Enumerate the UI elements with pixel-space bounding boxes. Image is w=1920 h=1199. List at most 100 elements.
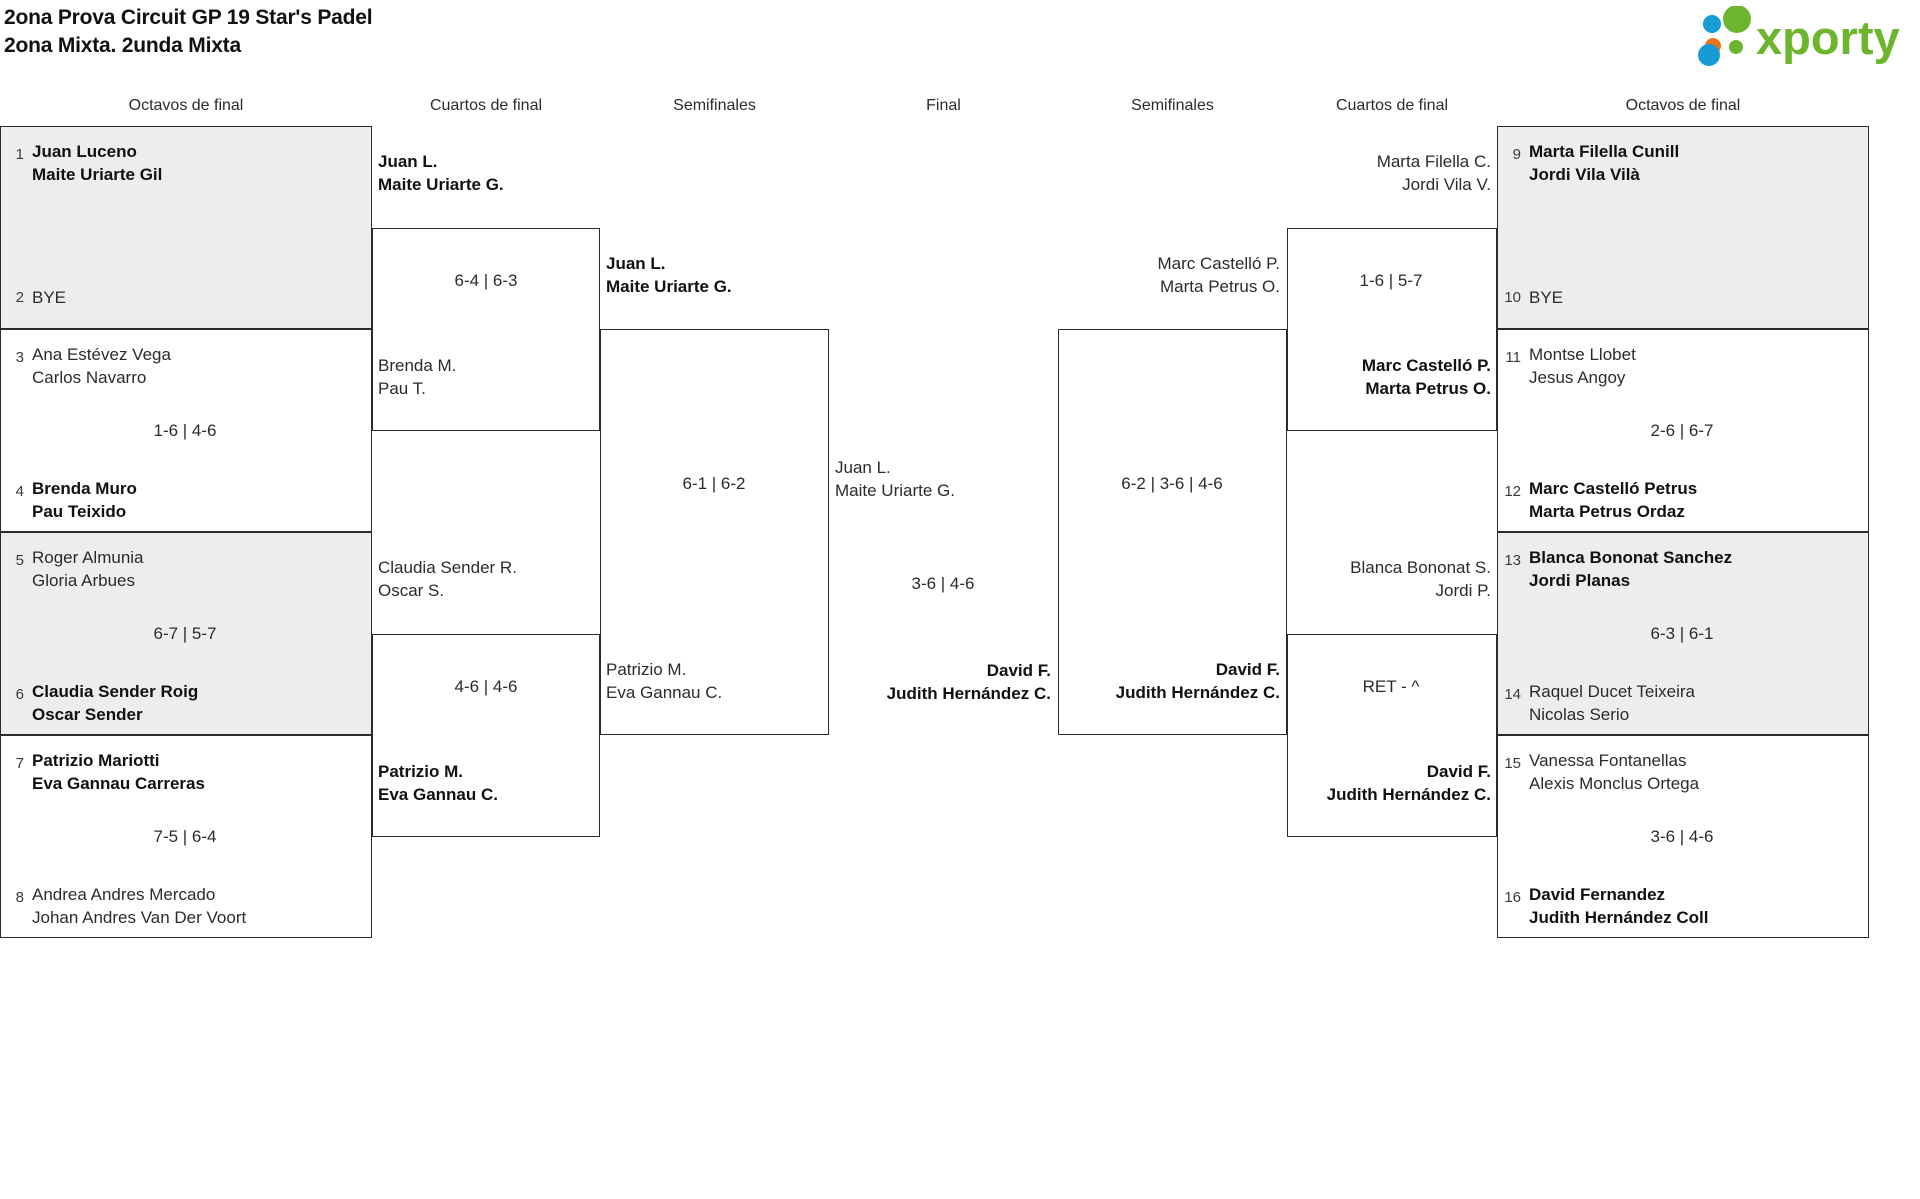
match-score: 4-6 | 4-6 — [454, 677, 518, 696]
seed-number: 11 — [1505, 349, 1521, 366]
match-box-r16-4[interactable] — [1497, 735, 1869, 938]
match-score: 6-4 | 6-3 — [454, 271, 518, 290]
seed-number: 5 — [15, 552, 24, 569]
team-names: Marc Castelló Petrus Marta Petrus Ordaz — [1529, 479, 1698, 521]
match-score: 6-7 | 5-7 — [153, 624, 217, 643]
team-entry[interactable]: Marc Castelló P. Marta Petrus O. — [1064, 252, 1280, 298]
team-entry[interactable]: Brenda M. Pau T. — [378, 354, 598, 400]
team-names: David F. Judith Hernández C. — [1115, 660, 1280, 702]
team-entry[interactable]: 12 Marc Castelló Petrus Marta Petrus Ord… — [1499, 477, 1859, 523]
team-names: David F. Judith Hernández C. — [886, 661, 1051, 703]
match-box-lqf-2[interactable] — [372, 634, 600, 837]
seed-number: 4 — [15, 483, 24, 500]
team-names: David F. Judith Hernández C. — [1326, 762, 1491, 804]
page-title: 2ona Prova Circuit GP 19 Star's Padel 2o… — [4, 4, 373, 60]
team-names: Marc Castelló P. Marta Petrus O. — [1157, 254, 1280, 296]
team-names: BYE — [1529, 288, 1564, 307]
match-box-l16-2[interactable] — [0, 329, 372, 532]
match-box-l16-3[interactable] — [0, 532, 372, 735]
match-score: 6-2 | 3-6 | 4-6 — [1121, 474, 1223, 493]
team-entry[interactable]: 3 Ana Estévez Vega Carlos Navarro — [2, 343, 362, 389]
team-names: Juan L. Maite Uriarte G. — [835, 458, 955, 500]
match-box-rqf-1[interactable] — [1287, 228, 1497, 431]
team-names: Montse Llobet Jesus Angoy — [1529, 345, 1636, 387]
match-box-l16-1[interactable] — [0, 126, 372, 329]
team-entry[interactable]: Juan L. Maite Uriarte G. — [835, 456, 1055, 502]
team-entry[interactable]: 14 Raquel Ducet Teixeira Nicolas Serio — [1499, 680, 1859, 726]
team-names: Roger Almunia Gloria Arbues — [32, 548, 144, 590]
seed-number: 1 — [15, 146, 24, 163]
team-names: Claudia Sender R. Oscar S. — [378, 558, 517, 600]
round-header-right-sf: Semifinales — [1131, 97, 1214, 114]
team-names: Brenda M. Pau T. — [378, 356, 457, 398]
team-entry[interactable]: 13 Blanca Bononat Sanchez Jordi Planas — [1499, 546, 1859, 592]
team-names: Blanca Bononat Sanchez Jordi Planas — [1529, 548, 1733, 590]
team-entry[interactable]: 4 Brenda Muro Pau Teixido — [2, 477, 362, 523]
team-names: Patrizio Mariotti Eva Gannau Carreras — [32, 751, 205, 793]
match-score: 3-6 | 4-6 — [911, 574, 975, 593]
team-names: Marc Castelló P. Marta Petrus O. — [1361, 356, 1491, 398]
match-box-lqf-1[interactable] — [372, 228, 600, 431]
seed-number: 7 — [15, 755, 24, 772]
match-box-r16-2[interactable] — [1497, 329, 1869, 532]
team-names: Brenda Muro Pau Teixido — [32, 479, 137, 521]
match-box-rsf-1[interactable] — [1058, 329, 1287, 735]
team-names: Patrizio M. Eva Gannau C. — [378, 762, 498, 804]
seed-number: 16 — [1504, 889, 1521, 906]
round-header-final: Final — [926, 97, 961, 114]
match-score: 6-3 | 6-1 — [1650, 624, 1714, 643]
round-header-right-r16: Octavos de final — [1625, 97, 1741, 114]
team-names: Marta Filella C. Jordi Vila V. — [1376, 152, 1491, 194]
seed-number: 10 — [1504, 289, 1521, 306]
team-names: BYE — [32, 288, 67, 307]
match-score: 1-6 | 5-7 — [1359, 271, 1423, 290]
team-names: Patrizio M. Eva Gannau C. — [606, 660, 723, 702]
team-entry[interactable]: 2 BYE — [2, 286, 362, 309]
match-score: 3-6 | 4-6 — [1650, 827, 1714, 846]
team-entry[interactable]: 15 Vanessa Fontanellas Alexis Monclus Or… — [1499, 749, 1859, 795]
team-entry[interactable]: 6 Claudia Sender Roig Oscar Sender — [2, 680, 362, 726]
team-entry[interactable]: 16 David Fernandez Judith Hernández Coll — [1499, 883, 1859, 929]
team-names: Raquel Ducet Teixeira Nicolas Serio — [1529, 682, 1695, 724]
round-header-right-qf: Cuartos de final — [1335, 97, 1449, 114]
team-entry[interactable]: 5 Roger Almunia Gloria Arbues — [2, 546, 362, 592]
team-entry[interactable]: 7 Patrizio Mariotti Eva Gannau Carreras — [2, 749, 362, 795]
team-entry[interactable]: Patrizio M. Eva Gannau C. — [606, 658, 826, 704]
team-entry[interactable]: Juan L. Maite Uriarte G. — [378, 150, 598, 196]
team-names: Juan L. Maite Uriarte G. — [378, 152, 504, 194]
match-box-l16-4[interactable] — [0, 735, 372, 938]
team-entry[interactable]: Marc Castelló P. Marta Petrus O. — [1293, 354, 1491, 400]
seed-number: 12 — [1504, 483, 1521, 500]
match-score: 6-1 | 6-2 — [682, 474, 746, 493]
team-entry[interactable]: Blanca Bononat S. Jordi P. — [1293, 556, 1491, 602]
team-entry[interactable]: David F. Judith Hernández C. — [835, 659, 1051, 705]
team-names: Blanca Bononat S. Jordi P. — [1350, 558, 1491, 600]
svg-text:xporty: xporty — [1756, 11, 1900, 64]
team-entry[interactable]: 10 BYE — [1499, 286, 1859, 309]
seed-number: 2 — [15, 289, 24, 306]
team-entry[interactable]: Marta Filella C. Jordi Vila V. — [1293, 150, 1491, 196]
match-score: 2-6 | 6-7 — [1650, 421, 1714, 440]
seed-number: 6 — [15, 686, 24, 703]
team-names: Juan L. Maite Uriarte G. — [606, 254, 732, 296]
team-entry[interactable]: Patrizio M. Eva Gannau C. — [378, 760, 598, 806]
team-entry[interactable]: David F. Judith Hernández C. — [1293, 760, 1491, 806]
match-box-r16-3[interactable] — [1497, 532, 1869, 735]
team-entry[interactable]: 1 Juan Luceno Maite Uriarte Gil — [2, 140, 362, 186]
round-header-left-sf: Semifinales — [673, 97, 756, 114]
seed-number: 15 — [1504, 755, 1521, 772]
team-entry[interactable]: 11 Montse Llobet Jesus Angoy — [1499, 343, 1859, 389]
match-box-r16-1[interactable] — [1497, 126, 1869, 329]
match-box-rqf-2[interactable] — [1287, 634, 1497, 837]
round-header-left-qf: Cuartos de final — [429, 97, 543, 114]
team-entry[interactable]: Juan L. Maite Uriarte G. — [606, 252, 826, 298]
team-names: David Fernandez Judith Hernández Coll — [1529, 885, 1709, 927]
team-entry[interactable]: 9 Marta Filella Cunill Jordi Vila Vilà — [1499, 140, 1859, 186]
xporty-logo[interactable]: xporty — [1694, 6, 1906, 68]
team-names: Juan Luceno Maite Uriarte Gil — [32, 142, 163, 184]
tournament-subtitle: 2ona Mixta. 2unda Mixta — [4, 34, 241, 57]
team-entry[interactable]: 8 Andrea Andres Mercado Johan Andres Van… — [2, 883, 362, 929]
team-entry[interactable]: Claudia Sender R. Oscar S. — [378, 556, 598, 602]
match-box-lsf-1[interactable] — [600, 329, 829, 735]
team-entry[interactable]: David F. Judith Hernández C. — [1064, 658, 1280, 704]
